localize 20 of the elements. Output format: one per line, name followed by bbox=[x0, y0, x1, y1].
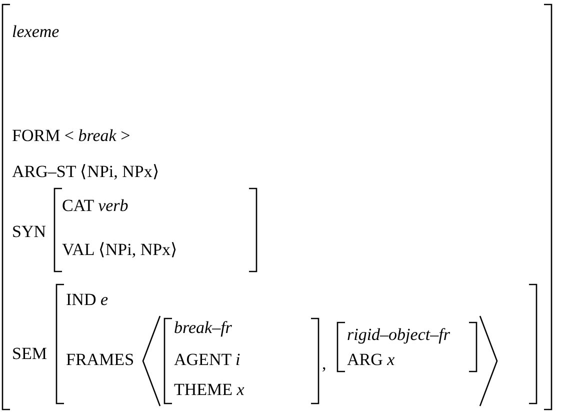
feature-label: CAT verb bbox=[62, 196, 128, 216]
type-label: lexeme bbox=[12, 22, 60, 42]
type-label: break–fr bbox=[174, 318, 232, 338]
feature-label: IND e bbox=[66, 290, 108, 310]
type-label: rigid–object–fr bbox=[347, 325, 450, 346]
feature-label: ARG–ST ⟨NPi, NPx⟩ bbox=[12, 162, 160, 182]
attribute-value-matrix bbox=[12, 188, 257, 272]
attribute-value-matrix bbox=[337, 322, 477, 372]
feature-label: FRAMES bbox=[66, 350, 134, 370]
comma: , bbox=[322, 354, 326, 374]
feature-label: SYN bbox=[12, 222, 46, 242]
feature-label: AGENT i bbox=[174, 350, 240, 370]
feature-label: ARG x bbox=[347, 350, 395, 370]
feature-label: THEME x bbox=[174, 380, 244, 400]
attribute-value-matrix bbox=[12, 284, 537, 404]
attribute-value-matrix bbox=[164, 318, 319, 404]
attribute-value-matrix bbox=[2, 4, 552, 410]
feature-label: VAL ⟨NPi, NPx⟩ bbox=[62, 240, 178, 260]
feature-label: SEM bbox=[12, 344, 47, 364]
feature-label: FORM < break > bbox=[12, 126, 130, 146]
